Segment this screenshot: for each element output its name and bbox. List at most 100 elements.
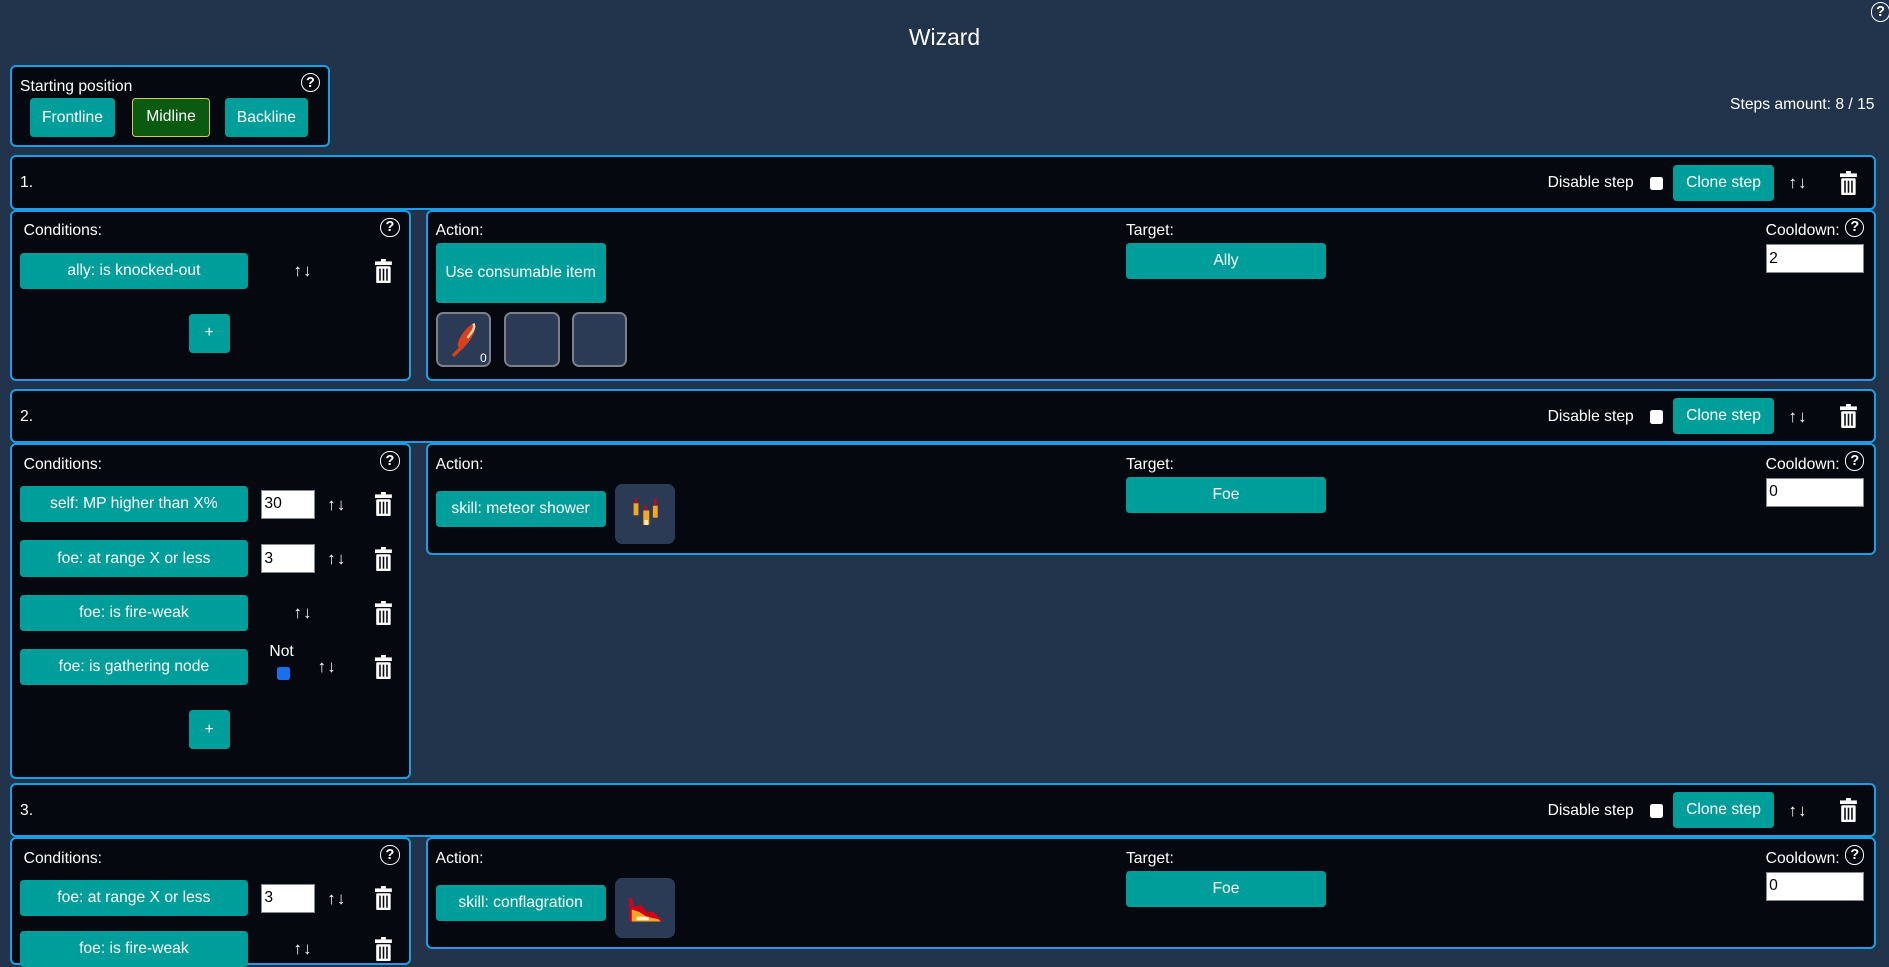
page-title: Wizard [908,24,981,51]
action-panel: Action: Use consumable item 0 Target: All… [426,209,1876,381]
help-icon[interactable]: ? [1845,451,1865,471]
step-header: 2. Disable step Clone step ↑↓ [9,389,1876,444]
condition-value-input[interactable] [260,883,316,913]
delete-condition-trash-icon[interactable] [375,886,393,911]
help-icon[interactable]: ? [380,217,400,237]
delete-condition-trash-icon[interactable] [375,936,393,961]
action-label: Action: [435,222,484,240]
help-icon[interactable]: ? [1845,845,1865,865]
move-condition-arrows[interactable]: ↑↓ [327,494,347,514]
disable-step-label: Disable step [1547,801,1634,819]
action-panel: Action:skill: conflagration Target: Foe … [426,837,1876,950]
condition-value-input[interactable] [260,489,316,519]
item-count: 0 [479,351,487,365]
starting-position-label: Starting position [20,77,133,95]
move-condition-arrows[interactable]: ↑↓ [293,939,313,959]
condition-button[interactable]: foe: is gathering node [20,648,248,686]
disable-step-label: Disable step [1547,174,1634,192]
cooldown-input[interactable] [1765,244,1865,274]
target-button[interactable]: Foe [1125,870,1326,907]
delete-step-trash-icon[interactable] [1840,170,1858,195]
delete-condition-trash-icon[interactable] [375,600,393,625]
disable-step-checkbox[interactable] [1650,176,1664,190]
disable-step-checkbox[interactable] [1650,804,1664,818]
clone-step-button[interactable]: Clone step [1672,164,1775,201]
move-condition-arrows[interactable]: ↑↓ [327,888,347,908]
target-button[interactable]: Ally [1125,242,1326,280]
starting-position-panel: Starting position ? Frontline Midline Ba… [9,65,331,147]
conditions-panel: Conditions: ? ally: is knocked-out ↑↓ + [9,209,411,381]
cooldown-label: Cooldown: [1765,850,1840,868]
conditions-panel: Conditions: ? self: MP higher than X% ↑↓ f… [9,443,411,780]
condition-button[interactable]: foe: is fire-weak [20,930,248,967]
conditions-label: Conditions: [23,850,102,868]
item-slot[interactable]: 0 [435,311,492,367]
condition-button[interactable]: ally: is knocked-out [20,252,248,289]
target-label: Target: [1125,850,1174,868]
disable-step-checkbox[interactable] [1650,410,1664,424]
delete-condition-trash-icon[interactable] [375,654,393,680]
delete-condition-trash-icon[interactable] [375,546,393,571]
cooldown-input[interactable] [1765,477,1865,507]
add-condition-button[interactable]: + [188,710,230,749]
target-label: Target: [1125,222,1174,240]
not-checkbox[interactable] [276,666,290,681]
backline-button[interactable]: Backline [224,98,308,137]
delete-condition-trash-icon[interactable] [375,258,393,283]
conditions-label: Conditions: [23,222,102,240]
disable-step-label: Disable step [1547,407,1634,425]
condition-button[interactable]: foe: is fire-weak [20,594,248,631]
action-panel: Action:skill: meteor shower Target: Foe … [426,443,1876,556]
midline-button[interactable]: Midline [132,98,210,137]
add-condition-button[interactable]: + [188,314,230,353]
frontline-button[interactable]: Frontline [29,98,116,137]
move-condition-arrows[interactable]: ↑↓ [327,548,347,568]
step-number: 1. [20,174,34,192]
not-label: Not [269,642,294,660]
delete-step-trash-icon[interactable] [1840,798,1858,823]
step-header: 3. Disable step Clone step ↑↓ [9,783,1876,838]
action-button[interactable]: skill: conflagration [435,885,606,922]
condition-button[interactable]: foe: at range X or less [20,540,248,577]
help-icon[interactable]: ? [1845,217,1865,237]
move-condition-arrows[interactable]: ↑↓ [317,657,337,677]
skill-icon-box [615,483,676,545]
target-button[interactable]: Foe [1125,476,1326,513]
help-icon[interactable]: ? [300,73,321,93]
help-icon[interactable]: ? [380,845,400,865]
item-slot[interactable] [571,311,628,367]
move-condition-arrows[interactable]: ↑↓ [293,261,313,280]
action-label: Action: [435,850,484,868]
clone-step-button[interactable]: Clone step [1672,398,1775,435]
steps-amount: Steps amount: 8 / 15 [1730,96,1875,114]
conflagration-icon [629,897,664,922]
condition-button[interactable]: foe: at range X or less [20,880,248,917]
cooldown-input[interactable] [1765,871,1865,901]
help-icon[interactable]: ? [380,451,400,471]
move-step-arrows[interactable]: ↑↓ [1788,173,1808,193]
meteor-shower-icon [633,498,658,525]
clone-step-button[interactable]: Clone step [1672,792,1775,829]
conditions-panel: Conditions: ? foe: at range X or less ↑↓ f… [9,837,411,967]
move-step-arrows[interactable]: ↑↓ [1788,800,1808,820]
step-number: 3. [20,801,34,819]
delete-condition-trash-icon[interactable] [375,492,393,517]
cooldown-label: Cooldown: [1765,222,1840,240]
delete-step-trash-icon[interactable] [1840,404,1858,429]
move-step-arrows[interactable]: ↑↓ [1788,406,1808,426]
target-label: Target: [1125,456,1174,474]
cooldown-label: Cooldown: [1765,456,1840,474]
conditions-label: Conditions: [23,456,102,474]
skill-icon-box [615,877,676,939]
step-number: 2. [20,407,34,425]
action-button[interactable]: Use consumable item [435,242,606,304]
action-button[interactable]: skill: meteor shower [435,491,606,528]
item-slot[interactable] [504,311,560,367]
action-label: Action: [435,456,484,474]
help-icon[interactable]: ? [1870,2,1889,22]
move-condition-arrows[interactable]: ↑↓ [293,603,313,623]
step-header: 1. Disable step Clone step ↑↓ [9,155,1876,210]
condition-value-input[interactable] [260,544,316,574]
condition-button[interactable]: self: MP higher than X% [20,486,248,523]
